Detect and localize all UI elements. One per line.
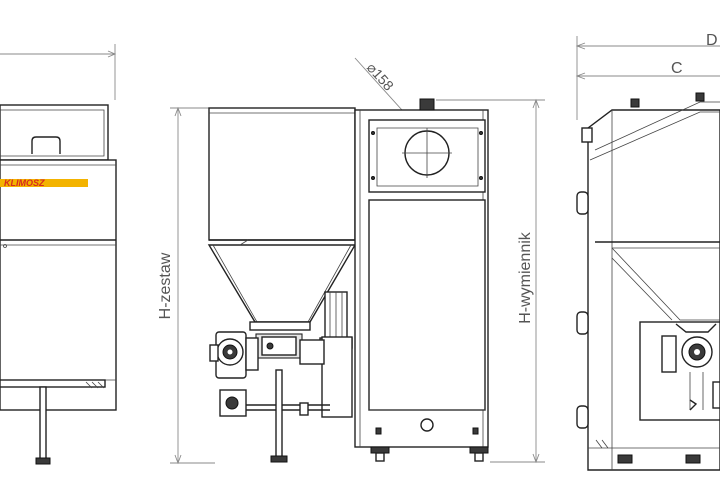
dimension-label-c: C	[671, 60, 683, 77]
side-view: H-zestaw	[157, 57, 545, 465]
dimension-label-h-exchanger: H-wymiennik	[517, 231, 534, 324]
dimension-label-diameter: ⌀158	[364, 59, 397, 93]
dimension-label-h-set: H-zestaw	[157, 252, 174, 319]
rear-view: D C	[575, 32, 720, 471]
brand-logo: KLIMOSZ	[0, 178, 88, 188]
dimension-label-d: D	[706, 32, 718, 49]
svg-text:KLIMOSZ: KLIMOSZ	[4, 178, 45, 188]
front-view: KLIMOSZ	[0, 44, 117, 465]
